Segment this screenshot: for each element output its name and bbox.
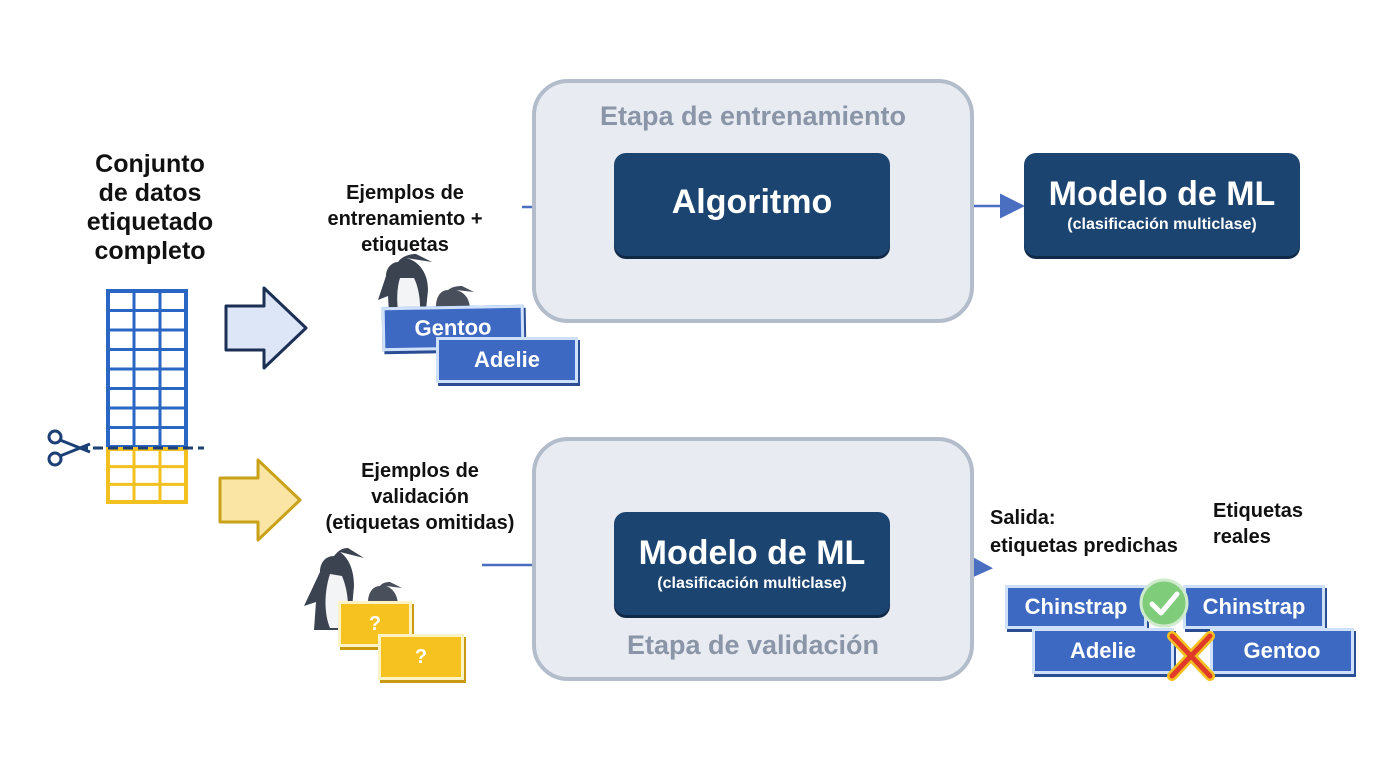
scissors-icon (47, 429, 91, 467)
training-stage-title: Etapa de entrenamiento (599, 101, 907, 131)
training-input-line: Ejemplos de (346, 182, 464, 204)
training-input-line: etiquetas (361, 234, 449, 256)
real-labels-line: reales (1213, 526, 1271, 548)
validation-stage-title: Etapa de validación (626, 630, 880, 660)
algorithm-label: Algoritmo (671, 183, 833, 221)
dataset-label-line: etiquetado (86, 208, 214, 236)
validation-input-line: (etiquetas omitidas) (325, 512, 515, 534)
unknown-label-tag: ? (378, 634, 464, 680)
validation-input-line: validación (371, 486, 469, 508)
dataset-table (106, 289, 188, 449)
dataset-label-line: de datos (98, 179, 202, 207)
algorithm-block: Algoritmo (614, 153, 890, 256)
training-split-arrow (224, 286, 308, 370)
real-labels-title: Etiquetas reales (1213, 498, 1333, 550)
validation-split-arrow (218, 458, 302, 542)
dataset-label: Conjunto de datos etiquetado completo (60, 150, 240, 266)
trained-model-subtitle: (clasificación multiclase) (1067, 216, 1257, 233)
check-icon (1139, 578, 1189, 628)
cross-icon (1167, 631, 1215, 681)
unknown-label-tag: ? (338, 601, 412, 647)
dataset-label-line: Conjunto (95, 150, 205, 178)
validation-input-line: Ejemplos de (361, 460, 479, 482)
output-label-line: Salida: (990, 507, 1056, 529)
validation-input-label: Ejemplos de validación (etiquetas omitid… (302, 458, 538, 536)
trained-model-title: Modelo de ML (1048, 175, 1276, 213)
output-label-line: etiquetas predichas (990, 535, 1178, 557)
predicted-label-2: Adelie (1032, 628, 1174, 674)
training-input-line: entrenamiento + (327, 208, 483, 230)
output-label: Salida: etiquetas predichas (990, 504, 1220, 560)
real-label-2: Gentoo (1210, 628, 1354, 674)
dataset-label-line: completo (94, 237, 206, 265)
training-input-label: Ejemplos de entrenamiento + etiquetas (300, 180, 510, 258)
real-label-1: Chinstrap (1183, 585, 1325, 629)
trained-model-block: Modelo de ML (clasificación multiclase) (1024, 153, 1300, 256)
validation-model-subtitle: (clasificación multiclase) (657, 575, 847, 592)
validation-split-table (106, 447, 188, 504)
real-labels-line: Etiquetas (1213, 500, 1304, 522)
training-tag-adelie: Adelie (436, 337, 578, 383)
predicted-label-1: Chinstrap (1005, 585, 1147, 629)
validation-model-block: Modelo de ML (clasificación multiclase) (614, 512, 890, 615)
validation-model-title: Modelo de ML (638, 534, 866, 572)
